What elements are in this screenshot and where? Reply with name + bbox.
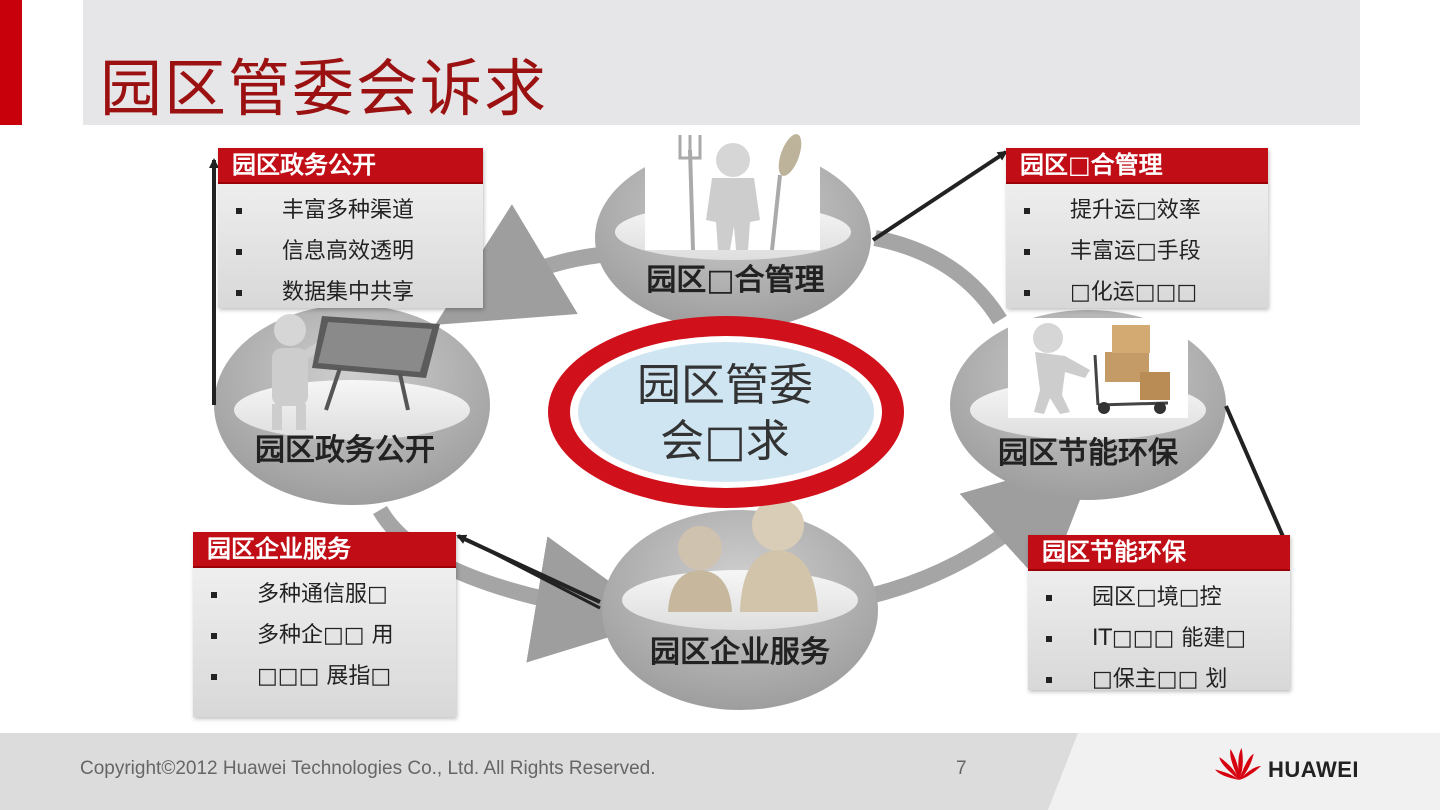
slide-title: 园区管委会诉求: [100, 52, 549, 125]
node-label-right: 园区节能环保: [998, 436, 1178, 471]
accent-bar: [0, 0, 22, 125]
list-item: □化运□□□: [1024, 272, 1268, 313]
page-number: 7: [956, 758, 967, 779]
title-bar: [83, 0, 1360, 125]
brand-name: HUAWEI: [1268, 757, 1359, 782]
list-item: IT□□□ 能建□: [1046, 618, 1290, 659]
list-item: □□□ 展指□: [211, 656, 456, 697]
box-title: 园区企业服务: [193, 532, 456, 568]
list-item: 丰富多种渠道: [236, 190, 483, 231]
list-item: 信息高效透明: [236, 231, 483, 272]
arrow-bottom-to-box-b: [467, 538, 601, 610]
figure-two-people-icon: [668, 499, 818, 612]
arrow-right-to-box: [1224, 405, 1290, 550]
copyright-text: Copyright©2012 Huawei Technologies Co., …: [80, 758, 656, 779]
box-title: 园区政务公开: [218, 148, 483, 184]
box-integrated-management: 园区□合管理 提升运□效率 丰富运□手段 □化运□□□: [1006, 148, 1268, 308]
box-energy-saving: 园区节能环保 园区□境□控 IT□□□ 能建□ □保主□□ 划: [1028, 535, 1290, 692]
list-item: 丰富运□手段: [1024, 231, 1268, 272]
box-title: 园区□合管理: [1006, 148, 1268, 184]
center-label-line2: 会□求: [660, 416, 790, 467]
node-label-top: 园区□合管理: [646, 263, 825, 298]
center-ellipse: [548, 316, 904, 508]
list-item: □保主□□ 划: [1046, 659, 1290, 700]
figure-fork-spoon-icon: [645, 134, 820, 251]
node-label-bottom: 园区企业服务: [650, 635, 830, 670]
list-item: 园区□境□控: [1046, 577, 1290, 618]
node-bottom: [602, 510, 878, 710]
center-label: 园区管委 会□求: [560, 358, 890, 470]
arrow-top-to-box: [871, 150, 1008, 242]
huawei-logo-icon: [1215, 747, 1262, 780]
figure-delivery-icon: [1008, 318, 1188, 418]
center-label-line1: 园区管委: [637, 360, 813, 411]
box-government-affairs: 园区政务公开 丰富多种渠道 信息高效透明 数据集中共享: [218, 148, 483, 308]
list-item: 多种通信服□: [211, 574, 456, 615]
node-label-left: 园区政务公开: [255, 433, 435, 468]
cycle-arrow-top-right: [873, 230, 1007, 325]
box-enterprise-services: 园区企业服务 多种通信服□ 多种企□□ 用 □□□ 展指□: [193, 532, 456, 717]
cycle-arrow-top-left: [435, 204, 601, 325]
list-item: 提升运□效率: [1024, 190, 1268, 231]
cycle-arrow-bottom-right: [848, 454, 1098, 608]
box-title: 园区节能环保: [1028, 535, 1290, 571]
figure-presenter-icon: [272, 314, 440, 430]
list-item: 数据集中共享: [236, 272, 483, 313]
list-item: 多种企□□ 用: [211, 615, 456, 656]
